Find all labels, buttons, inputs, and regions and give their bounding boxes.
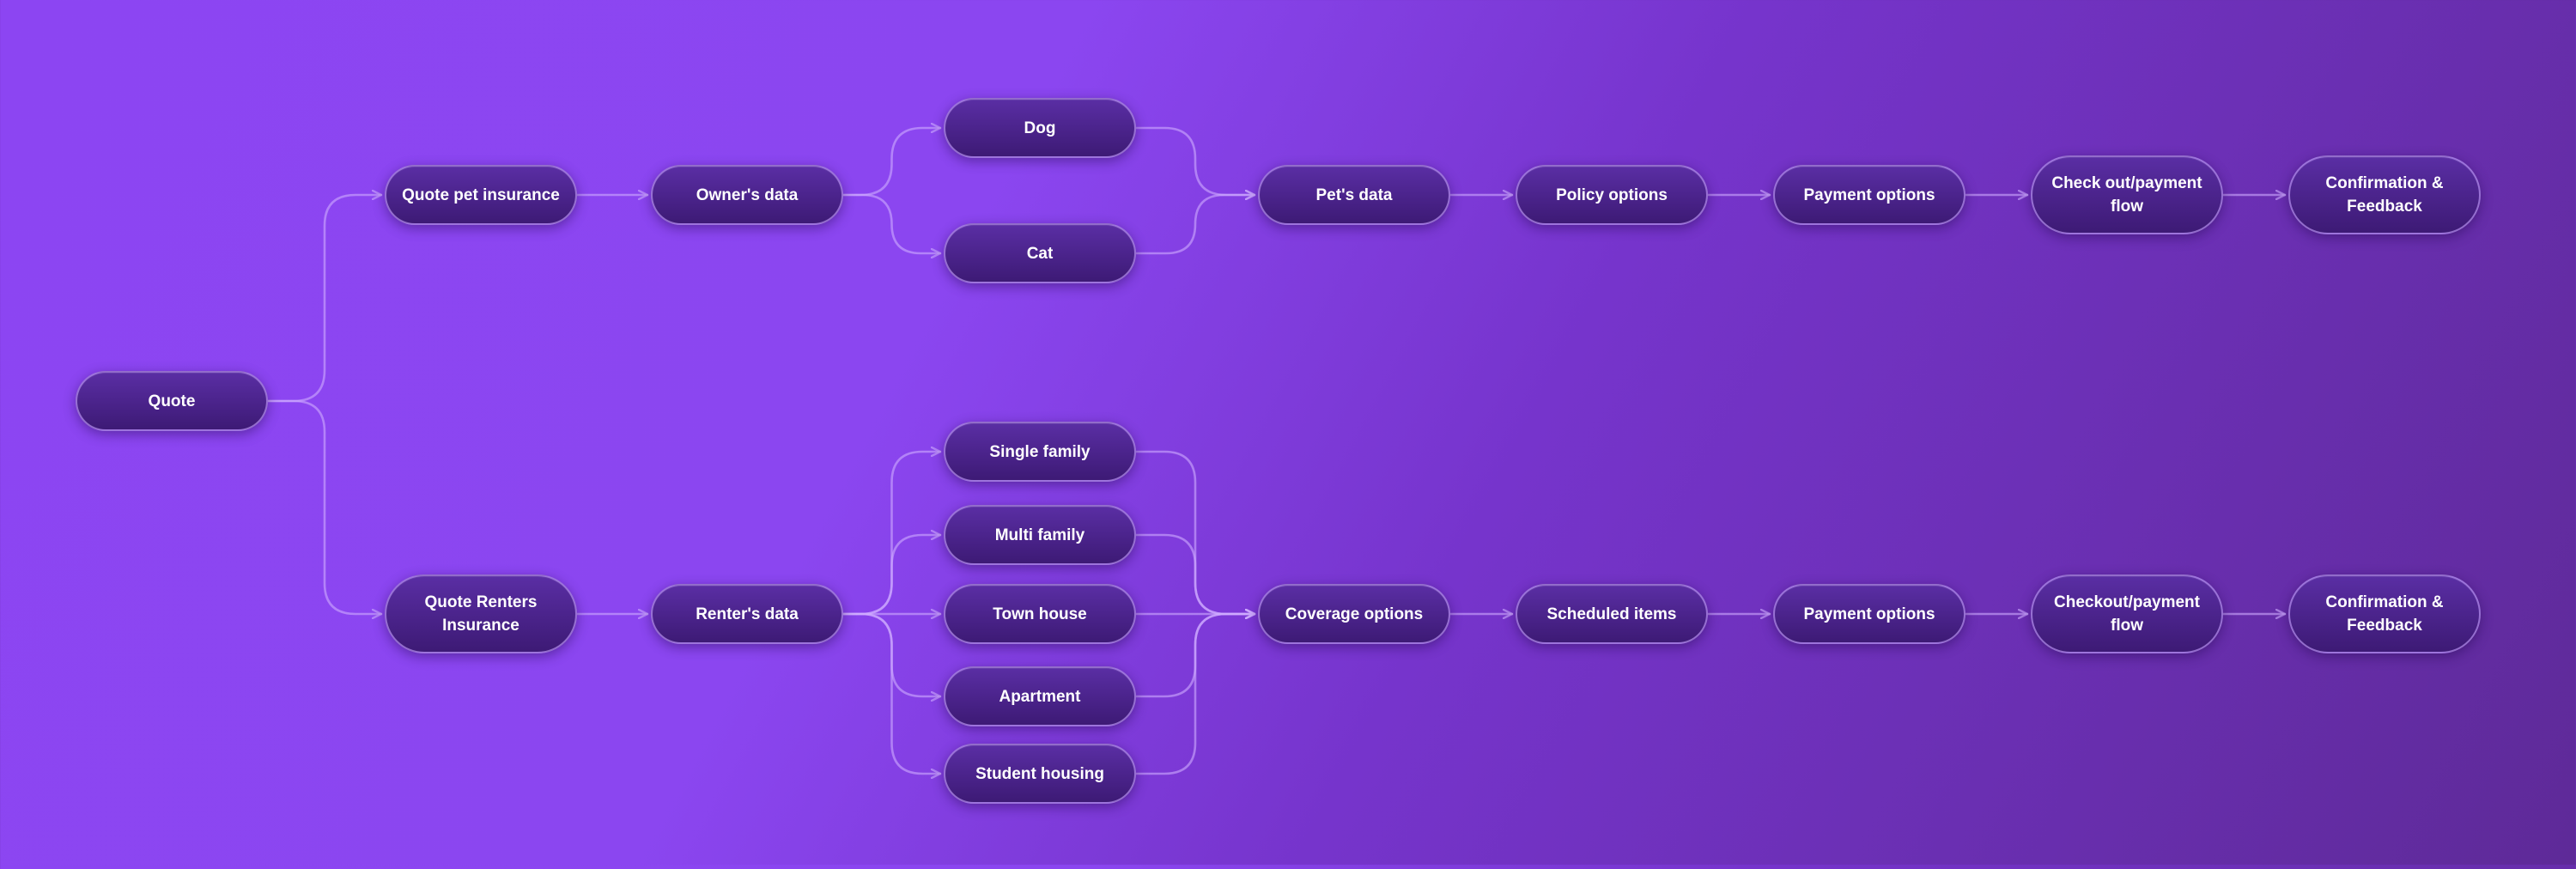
node-renters-checkout-flow[interactable]: Checkout/payment flow [2031, 574, 2223, 653]
node-pet-checkout-flow[interactable]: Check out/payment flow [2031, 155, 2223, 234]
node-single-family[interactable]: Single family [944, 422, 1136, 482]
node-quote-renters-insurance[interactable]: Quote Renters Insurance [385, 574, 577, 653]
connector-renters_data-to-multi_family [841, 535, 942, 616]
node-policy-options[interactable]: Policy options [1516, 165, 1708, 225]
node-pets-data[interactable]: Pet's data [1258, 165, 1450, 225]
connector-owners_data-to-dog [841, 128, 942, 197]
connector-renters_data-to-student_housing [841, 612, 942, 774]
connector-cat-to-pets_data [1134, 195, 1256, 255]
node-pet-payment-options[interactable]: Payment options [1773, 165, 1965, 225]
node-dog[interactable]: Dog [944, 98, 1136, 158]
node-coverage-options[interactable]: Coverage options [1258, 584, 1450, 644]
node-multi-family[interactable]: Multi family [944, 505, 1136, 565]
node-student-housing[interactable]: Student housing [944, 744, 1136, 804]
node-scheduled-items[interactable]: Scheduled items [1516, 584, 1708, 644]
node-renters-data[interactable]: Renter's data [651, 584, 843, 644]
connector-multi_family-to-coverage_options [1134, 533, 1256, 614]
node-town-house[interactable]: Town house [944, 584, 1136, 644]
node-pet-confirmation-feedback[interactable]: Confirmation & Feedback [2288, 155, 2481, 234]
node-quote-pet-insurance[interactable]: Quote pet insurance [385, 165, 577, 225]
node-owners-data[interactable]: Owner's data [651, 165, 843, 225]
node-renters-payment-options[interactable]: Payment options [1773, 584, 1965, 644]
connector-student_housing-to-coverage_options [1134, 614, 1256, 775]
connector-quote-to-quote_pet [266, 195, 383, 403]
node-apartment[interactable]: Apartment [944, 666, 1136, 726]
node-quote[interactable]: Quote [76, 371, 268, 431]
connector-quote-to-quote_renters [266, 399, 383, 614]
connector-dog-to-pets_data [1134, 126, 1256, 195]
node-cat[interactable]: Cat [944, 223, 1136, 283]
node-renters-confirmation-feedback[interactable]: Confirmation & Feedback [2288, 574, 2481, 653]
connector-owners_data-to-cat [841, 193, 942, 253]
